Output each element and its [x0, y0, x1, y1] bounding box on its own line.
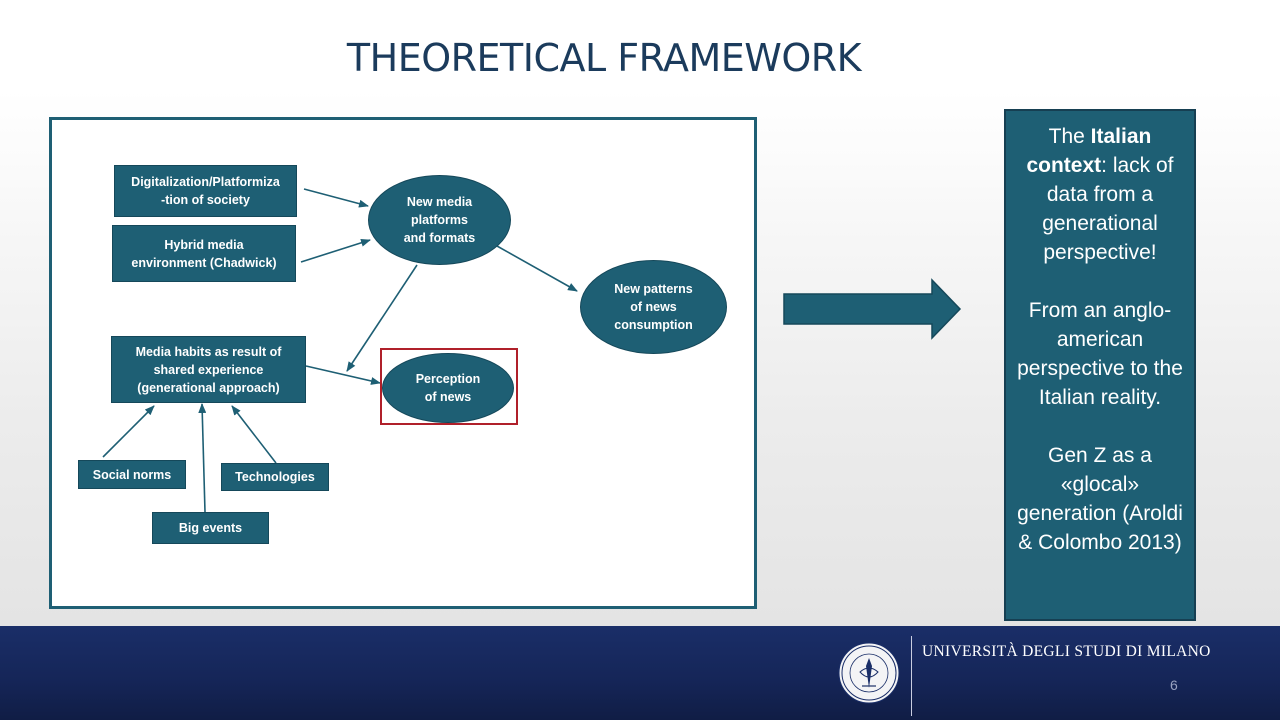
sidebar-paragraph-italian-context: The Italian context: lack of data from a…	[1026, 125, 1174, 264]
node-technologies: Technologies	[221, 463, 329, 491]
context-sidebar: The Italian context: lack of data from a…	[1004, 109, 1196, 621]
node-big-events: Big events	[152, 512, 269, 544]
footer-divider	[911, 636, 912, 716]
node-media-habits: Media habits as result of shared experie…	[111, 336, 306, 403]
node-new-patterns: New patterns of news consumption	[580, 260, 727, 354]
perception-highlight-frame	[380, 348, 518, 425]
slide-title: THEORETICAL FRAMEWORK	[346, 36, 862, 80]
university-seal-icon	[838, 642, 900, 704]
sidebar-paragraph-gen-z: Gen Z as a «glocal» generation (Aroldi &…	[1017, 444, 1183, 554]
university-name: UNIVERSITÀ DEGLI STUDI DI MILANO	[922, 643, 1211, 660]
footer-bar	[0, 626, 1280, 720]
node-social-norms: Social norms	[78, 460, 186, 489]
page-number: 6	[1170, 677, 1178, 693]
node-new-media: New media platforms and formats	[368, 175, 511, 265]
node-digitalization: Digitalization/Platformiza -tion of soci…	[114, 165, 297, 217]
node-hybrid-media: Hybrid media environment (Chadwick)	[112, 225, 296, 282]
right-arrow-icon	[783, 278, 962, 340]
sidebar-paragraph-perspective: From an anglo-american perspective to th…	[1017, 299, 1183, 409]
node-perception: Perception of news	[382, 353, 514, 423]
